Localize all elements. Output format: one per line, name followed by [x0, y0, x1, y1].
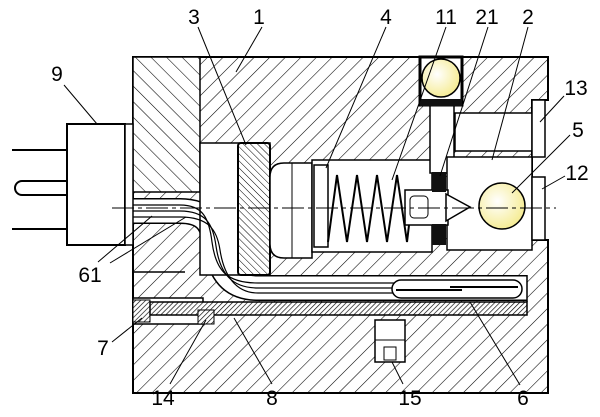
- leader-61a: [97, 215, 153, 263]
- connector-pin-middle: [14, 180, 67, 196]
- valve-ball: [478, 182, 526, 230]
- tube: [149, 301, 528, 316]
- leader-6: [469, 301, 521, 386]
- leader-lines: [63, 26, 571, 386]
- callout-3-label: 3: [188, 6, 200, 29]
- plunger-bolt: [409, 195, 429, 219]
- sleeve-insert: [197, 309, 215, 325]
- leader-3: [197, 26, 247, 146]
- callout-2-label: 2: [522, 6, 534, 29]
- bottom-plug-core: [383, 346, 397, 361]
- callout-13-label: 13: [564, 77, 587, 100]
- callout-5-label: 5: [572, 119, 584, 142]
- leader-8: [233, 317, 273, 385]
- callout-21-label: 21: [475, 6, 498, 29]
- callout-labels: 9 3 1 4 11 21 2 13 5 12 61 7 14 8 15 6: [51, 6, 589, 410]
- plunger-seal-bottom: [432, 224, 446, 245]
- leader-13: [539, 95, 565, 123]
- connector-body: [66, 123, 126, 246]
- leader-9: [63, 84, 98, 125]
- lead-wire: [133, 216, 394, 294]
- callout-61-label: 61: [78, 264, 101, 287]
- bore-13: [454, 112, 533, 152]
- callout-4-label: 4: [380, 6, 392, 29]
- spring-seat: [313, 164, 329, 248]
- lead-wire: [133, 210, 394, 289]
- lead-wires: [133, 204, 394, 294]
- plunger-seal-top: [432, 172, 446, 192]
- leader-61b: [109, 216, 187, 264]
- callout-1-label: 1: [253, 6, 265, 29]
- callout-12-label: 12: [565, 162, 588, 185]
- callout-9-label: 9: [51, 63, 63, 86]
- reed-switch: [391, 279, 523, 299]
- disk-holder-block: [269, 162, 313, 259]
- leader-1: [235, 26, 263, 73]
- connector-flange: [124, 123, 134, 246]
- callout-8-label: 8: [266, 387, 278, 410]
- plate-13: [531, 99, 546, 158]
- leader-11: [391, 26, 447, 181]
- leader-7: [111, 317, 143, 343]
- leader-5: [511, 134, 571, 194]
- housing-left-block: [132, 56, 201, 193]
- leader-12: [541, 175, 566, 190]
- callout-11-label: 11: [435, 6, 457, 29]
- leader-21: [439, 26, 489, 177]
- ball-cup-base: [420, 99, 462, 106]
- callout-15-label: 15: [398, 387, 421, 410]
- lead-wire: [133, 204, 394, 284]
- leader-15: [391, 361, 404, 385]
- disk-plate: [237, 142, 271, 276]
- leader-4: [325, 26, 387, 169]
- leader-2: [491, 26, 529, 161]
- connector-plug: [12, 123, 134, 246]
- callout-6-label: 6: [517, 387, 529, 410]
- callout-7-label: 7: [97, 337, 109, 360]
- leader-14: [169, 319, 207, 385]
- callout-14-label: 14: [151, 387, 175, 410]
